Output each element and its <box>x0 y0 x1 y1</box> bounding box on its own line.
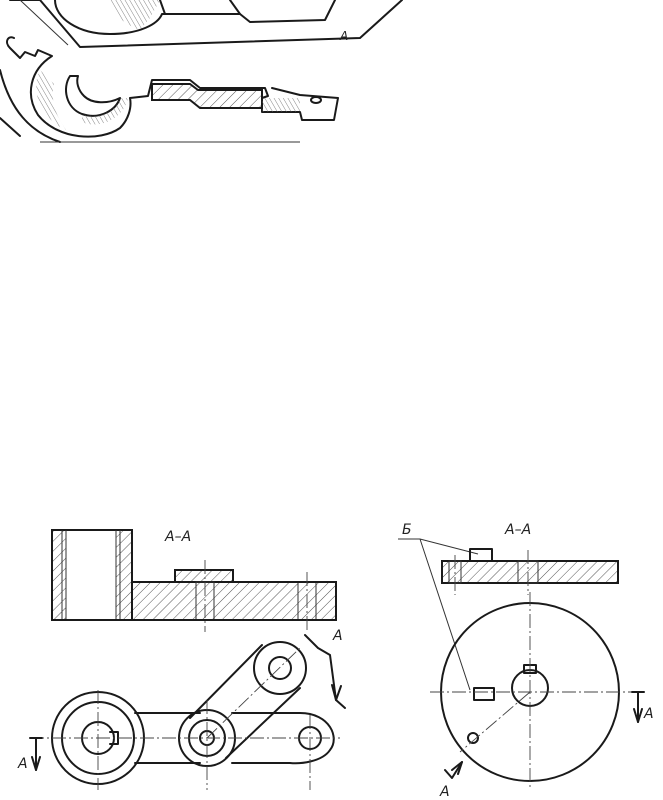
isometric-sketch: А <box>0 0 403 143</box>
right-drawing: А–А Б А А <box>398 522 654 800</box>
cut-mark-bottom: А <box>439 784 450 800</box>
plane-label: А <box>339 29 348 43</box>
lower-part-outline <box>6 36 339 138</box>
plan-view-right <box>430 592 645 788</box>
upper-part <box>54 0 336 35</box>
lower-part-bore <box>65 75 121 117</box>
plan-view-left <box>29 634 346 790</box>
section-title-left: А–А <box>164 529 191 545</box>
cut-mark-left-top: А <box>332 628 343 644</box>
section-view-left <box>51 529 337 632</box>
cut-mark-right: А <box>643 706 654 722</box>
cut-mark-left-side: А <box>17 756 28 772</box>
section-title-right: А–А <box>504 522 531 538</box>
left-drawing: А–А <box>17 529 346 790</box>
cutting-plane-a <box>9 0 403 48</box>
section-view-right <box>441 548 619 595</box>
callout-b: Б <box>402 522 412 538</box>
